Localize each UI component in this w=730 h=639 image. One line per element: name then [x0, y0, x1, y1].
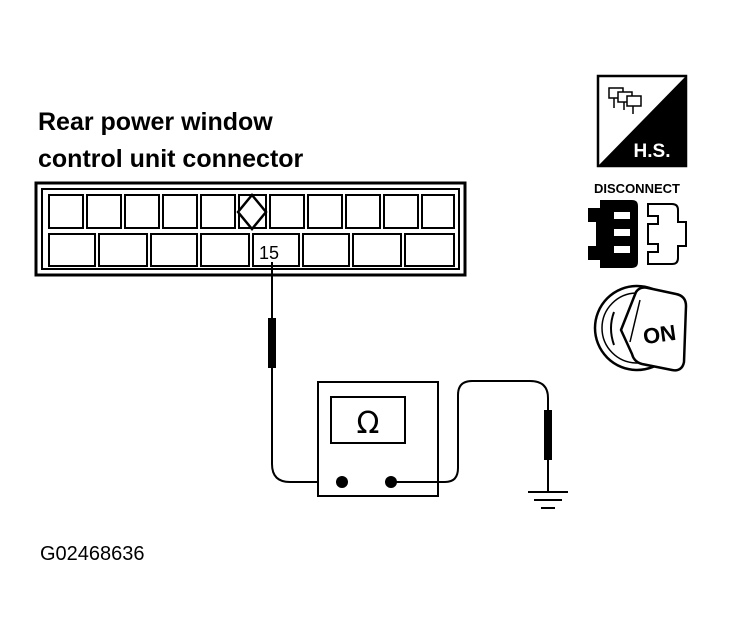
ohm-symbol: Ω	[357, 406, 380, 441]
ignition-on-label: ON	[641, 320, 677, 349]
terminal-15-label: 15	[259, 243, 279, 263]
connector-inner-frame	[41, 188, 460, 270]
harness-side-label: H.S.	[634, 141, 671, 162]
connector-key-diamond	[236, 193, 268, 231]
ground-symbol-icon	[528, 491, 568, 509]
diagram-title-line-2: control unit connector	[38, 145, 304, 173]
connector-top-row	[48, 194, 455, 229]
connector-plug-icon	[608, 87, 642, 114]
diagram-title-line-1: Rear power window	[38, 108, 273, 136]
ignition-key-on-icon	[593, 284, 688, 372]
ohmmeter	[317, 381, 439, 497]
probe-ground	[391, 380, 552, 492]
ohmmeter-terminal-left	[336, 476, 348, 488]
connector	[34, 181, 467, 277]
probe-terminal-15	[268, 262, 342, 483]
disconnect-label: DISCONNECT	[594, 181, 680, 196]
ohmmeter-display	[330, 396, 406, 444]
harness-side-icon	[596, 74, 688, 168]
connector-bottom-row	[48, 233, 455, 267]
connector-outer-frame	[34, 181, 467, 277]
figure-id: G02468636	[40, 543, 145, 565]
disconnect-icon	[588, 200, 687, 268]
